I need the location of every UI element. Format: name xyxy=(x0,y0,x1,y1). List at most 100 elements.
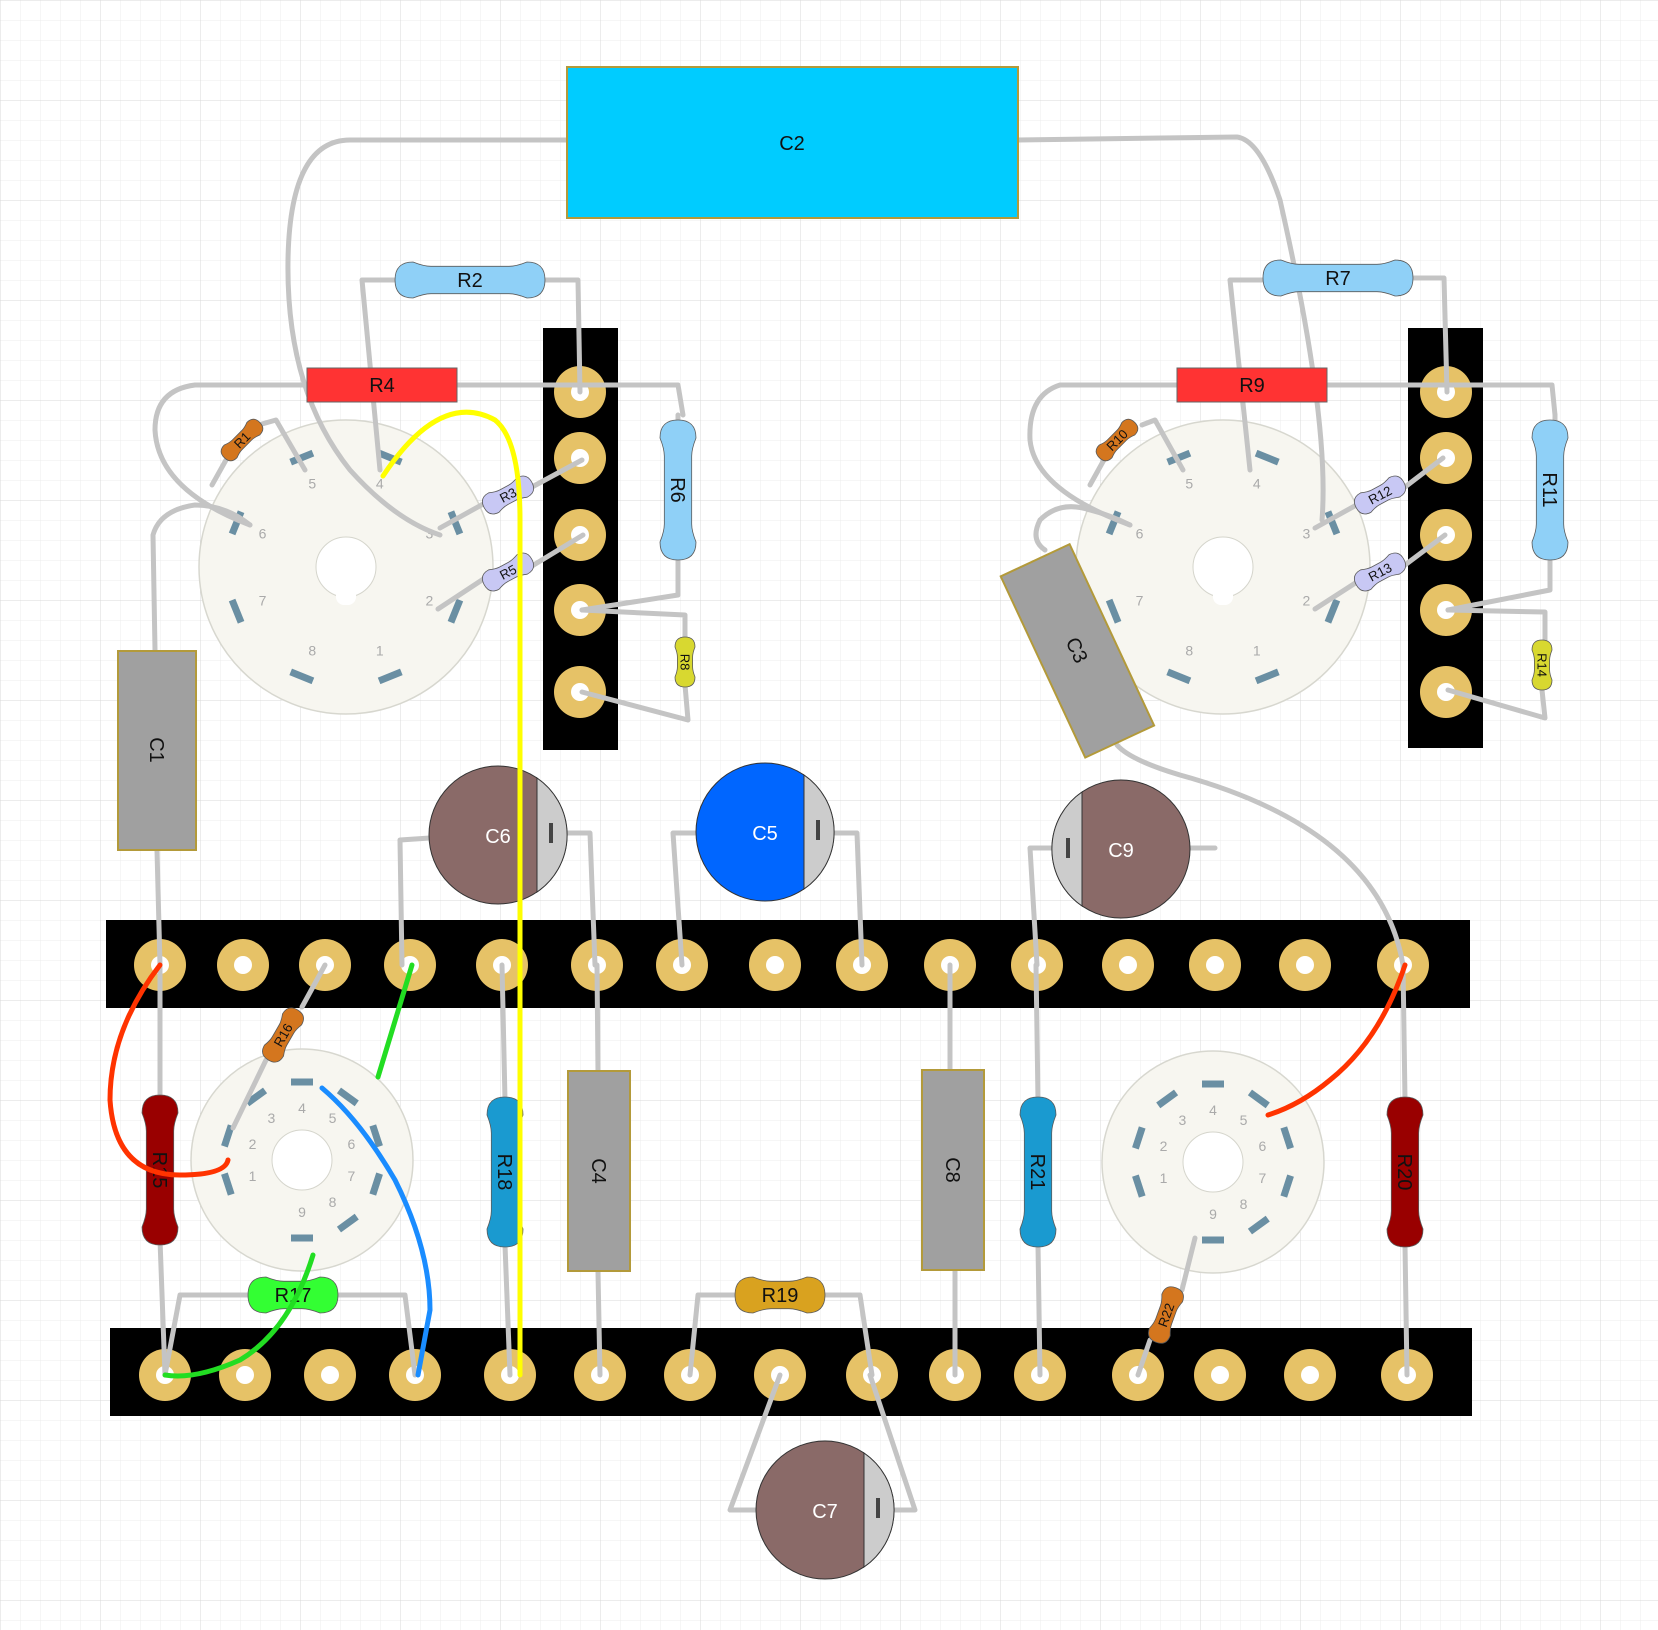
noval-left-pin-2[interactable] xyxy=(221,1124,235,1148)
eyelet-bottom-14[interactable] xyxy=(1284,1349,1336,1401)
lead-r4-right xyxy=(455,382,686,418)
noval-left-pin-1[interactable] xyxy=(221,1172,235,1196)
noval-left-pin-5[interactable] xyxy=(336,1087,359,1107)
eyelet-left-vertical-2[interactable] xyxy=(554,432,606,484)
resistor-R7[interactable]: R7 xyxy=(1262,259,1414,297)
noval-right-pin-6[interactable] xyxy=(1280,1126,1294,1150)
noval-right-pin-8[interactable] xyxy=(1247,1215,1270,1235)
octal-right-pin-8[interactable] xyxy=(1166,668,1192,685)
resistor-R14[interactable]: R14 xyxy=(1531,639,1553,691)
resistor-R2[interactable]: R2 xyxy=(394,261,546,299)
lead-r12 xyxy=(1312,455,1446,531)
octal-left-pin-3[interactable] xyxy=(447,510,464,536)
octal-right-pin-4[interactable] xyxy=(1254,449,1280,466)
wire-red-right[interactable] xyxy=(1265,962,1408,1118)
wire-green-bottom[interactable] xyxy=(162,1252,316,1379)
resistor-R15[interactable]: R15 xyxy=(141,1094,179,1246)
lead-c5 xyxy=(670,830,865,968)
resistor-label: R8 xyxy=(677,654,692,671)
octal-left-pin-1[interactable] xyxy=(377,668,403,685)
octal-socket-right[interactable] xyxy=(1075,419,1371,715)
noval-left-pin-label: 8 xyxy=(329,1194,337,1210)
octal-right-pin-3[interactable] xyxy=(1324,510,1341,536)
wire-red-left[interactable] xyxy=(107,962,231,1178)
octal-right-pin-1[interactable] xyxy=(1254,668,1280,685)
noval-left-pin-label: 9 xyxy=(298,1204,306,1220)
cap-C3[interactable]: C3 xyxy=(999,542,1156,759)
eyelet-right-vertical-2[interactable] xyxy=(1420,432,1472,484)
noval-right-pin-5[interactable] xyxy=(1247,1089,1270,1109)
resistor-R9[interactable]: R9 xyxy=(1176,367,1328,403)
noval-left-pin-7[interactable] xyxy=(369,1172,383,1196)
cap-C8[interactable]: C8 xyxy=(921,1069,985,1271)
resistor-label: R15 xyxy=(148,1152,170,1189)
octal-right-pin-7[interactable] xyxy=(1105,598,1122,624)
noval-left-pin-label: 2 xyxy=(249,1136,257,1152)
resistor-R6[interactable]: R6 xyxy=(659,419,697,561)
cap-C7[interactable]: C7 xyxy=(755,1440,895,1580)
octal-left-pin-7[interactable] xyxy=(228,598,245,624)
eyelet-right-vertical-5[interactable] xyxy=(1420,666,1472,718)
resistor-label: R19 xyxy=(762,1285,799,1307)
octal-left-pin-5[interactable] xyxy=(289,449,315,466)
octal-left-pin-2[interactable] xyxy=(447,598,464,624)
octal-left-pin-8[interactable] xyxy=(289,668,315,685)
cap-C1[interactable]: C1 xyxy=(117,650,197,851)
resistor-R22[interactable]: R22 xyxy=(1146,1284,1187,1346)
wire-green-top[interactable] xyxy=(375,962,415,1080)
noval-right-pin-2[interactable] xyxy=(1132,1126,1146,1150)
octal-right-pin-label: 2 xyxy=(1303,593,1311,609)
lead-r21 xyxy=(1033,962,1043,1378)
cap-C6[interactable]: C6 xyxy=(428,765,568,905)
resistor-R1[interactable]: R1 xyxy=(218,416,266,464)
cap-C9[interactable]: C9 xyxy=(1051,779,1191,919)
noval-left-pin-8[interactable] xyxy=(336,1213,359,1233)
resistor-label: R9 xyxy=(1239,375,1265,397)
eyelet-top-13[interactable] xyxy=(1189,939,1241,991)
lead-c4 xyxy=(594,962,603,1378)
octal-right-pin-6[interactable] xyxy=(1105,510,1122,536)
resistor-R8[interactable]: R8 xyxy=(674,636,696,688)
cap-C4[interactable]: C4 xyxy=(567,1070,631,1272)
lead-c7 xyxy=(727,1372,918,1513)
eyelet-bottom-3[interactable] xyxy=(304,1349,356,1401)
resistor-R18[interactable]: R18 xyxy=(486,1096,524,1248)
resistor-R20[interactable]: R20 xyxy=(1386,1096,1424,1248)
eyelet-bottom-13[interactable] xyxy=(1194,1349,1246,1401)
octal-left-pin-label: 7 xyxy=(259,593,267,609)
resistor-R17[interactable]: R17 xyxy=(247,1276,339,1314)
noval-right-pin-1[interactable] xyxy=(1132,1174,1146,1198)
octal-socket-left[interactable] xyxy=(198,419,494,715)
octal-right-pin-label: 1 xyxy=(1253,642,1261,658)
wire-blue[interactable] xyxy=(319,1085,433,1378)
eyelet-top-8[interactable] xyxy=(749,939,801,991)
resistor-R19[interactable]: R19 xyxy=(734,1276,826,1314)
cap-C2[interactable]: C2 xyxy=(566,66,1019,219)
resistor-R21[interactable]: R21 xyxy=(1019,1096,1057,1248)
lead-r19 xyxy=(687,1292,875,1378)
lead-r3 xyxy=(437,457,585,531)
noval-left-pin-label: 7 xyxy=(348,1168,356,1184)
lead-r9-left xyxy=(1027,382,1180,528)
cap-C5[interactable]: C5 xyxy=(695,762,835,902)
noval-right-pin-3[interactable] xyxy=(1156,1089,1179,1109)
octal-left-pin-4[interactable] xyxy=(377,449,403,466)
noval-socket-right[interactable] xyxy=(1101,1050,1325,1274)
resistor-label: R18 xyxy=(493,1154,515,1191)
eyelet-top-14[interactable] xyxy=(1279,939,1331,991)
resistor-R4[interactable]: R4 xyxy=(306,367,458,403)
noval-right-pin-7[interactable] xyxy=(1280,1174,1294,1198)
octal-right-pin-2[interactable] xyxy=(1324,598,1341,624)
eyelet-top-12[interactable] xyxy=(1102,939,1154,991)
noval-left-pin-3[interactable] xyxy=(245,1087,268,1107)
noval-left-pin-6[interactable] xyxy=(369,1124,383,1148)
wire-yellow[interactable] xyxy=(380,409,523,1378)
eyelet-top-2[interactable] xyxy=(217,939,269,991)
cap-label: C4 xyxy=(587,1158,609,1184)
resistor-label: R11 xyxy=(1538,472,1560,507)
resistor-label: R6 xyxy=(666,477,688,503)
octal-right-pin-label: 8 xyxy=(1185,642,1193,658)
octal-right-pin-label: 6 xyxy=(1136,525,1144,541)
lead-wires xyxy=(150,134,1558,1513)
resistor-R11[interactable]: R11 xyxy=(1531,419,1569,561)
